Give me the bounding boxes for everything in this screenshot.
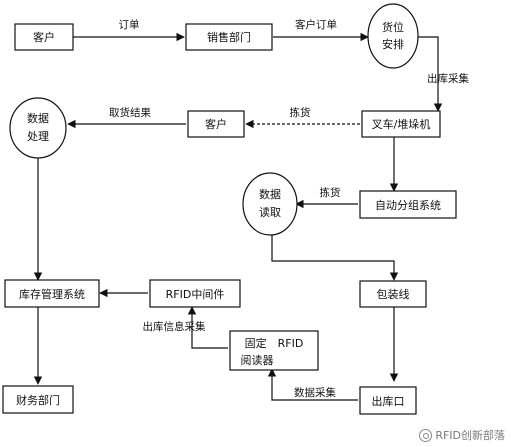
label-customer-top: 客户 <box>33 30 55 44</box>
edge-label-outbound-info-collect: 出库信息采集 <box>143 320 206 333</box>
watermark-text: RFID创新部落 <box>435 429 505 442</box>
edge-read-packing <box>271 225 399 281</box>
wechat-icon <box>419 428 433 442</box>
box-customer-mid <box>187 110 245 138</box>
box-sales-dept <box>185 23 273 51</box>
label-data-read-2: 读取 <box>259 205 281 219</box>
label-finance-dept: 财务部门 <box>16 393 60 407</box>
label-slot-assign-1: 货位 <box>382 20 404 34</box>
box-packing-line <box>359 280 427 308</box>
label-customer-mid: 客户 <box>205 117 227 131</box>
edge-label-customer-order: 客户订单 <box>295 18 337 31</box>
edge-outbound-info-collect <box>187 306 228 349</box>
edge-outbound-collect <box>418 36 443 112</box>
label-auto-sort: 自动分组系统 <box>375 198 441 212</box>
label-fixed-reader-2: 阅读器 <box>241 353 274 367</box>
label-slot-assign-2: 安排 <box>382 37 404 51</box>
node-data-read <box>242 172 298 236</box>
label-sales-dept: 销售部门 <box>207 30 251 44</box>
label-data-process-1: 数据 <box>27 111 49 125</box>
label-outbound-port: 出库口 <box>372 394 405 408</box>
label-inventory-system: 库存管理系统 <box>19 287 85 301</box>
box-auto-sort <box>359 190 457 219</box>
label-fixed-reader-1: 固定 RFID <box>245 336 304 350</box>
box-inventory-system <box>4 279 100 308</box>
edge-label-order: 订单 <box>119 19 140 31</box>
edge-data-collect <box>267 368 358 401</box>
node-slot-assign <box>367 3 419 69</box>
edge-label-picking-1: 拣货 <box>290 106 311 119</box>
box-customer-top <box>14 23 74 51</box>
edge-label-data-collect: 数据采集 <box>294 386 336 399</box>
box-finance-dept <box>2 385 74 414</box>
box-rfid-middleware <box>149 279 241 308</box>
label-forklift: 叉车/堆垛机 <box>372 117 431 131</box>
node-data-process <box>9 97 67 159</box>
box-forklift <box>361 110 441 138</box>
label-packing-line: 包装线 <box>377 287 410 301</box>
label-data-process-2: 处理 <box>27 130 49 143</box>
box-outbound-port <box>359 386 417 415</box>
edge-label-picking-2: 拣货 <box>320 186 341 199</box>
watermark: RFID创新部落 <box>419 427 505 443</box>
label-rfid-middleware: RFID中间件 <box>166 288 225 301</box>
label-data-read-1: 数据 <box>259 187 281 201</box>
box-fixed-reader <box>229 330 319 371</box>
edge-label-outbound-collect: 出库采集 <box>427 72 469 85</box>
edge-label-pick-result: 取货结果 <box>109 106 151 119</box>
